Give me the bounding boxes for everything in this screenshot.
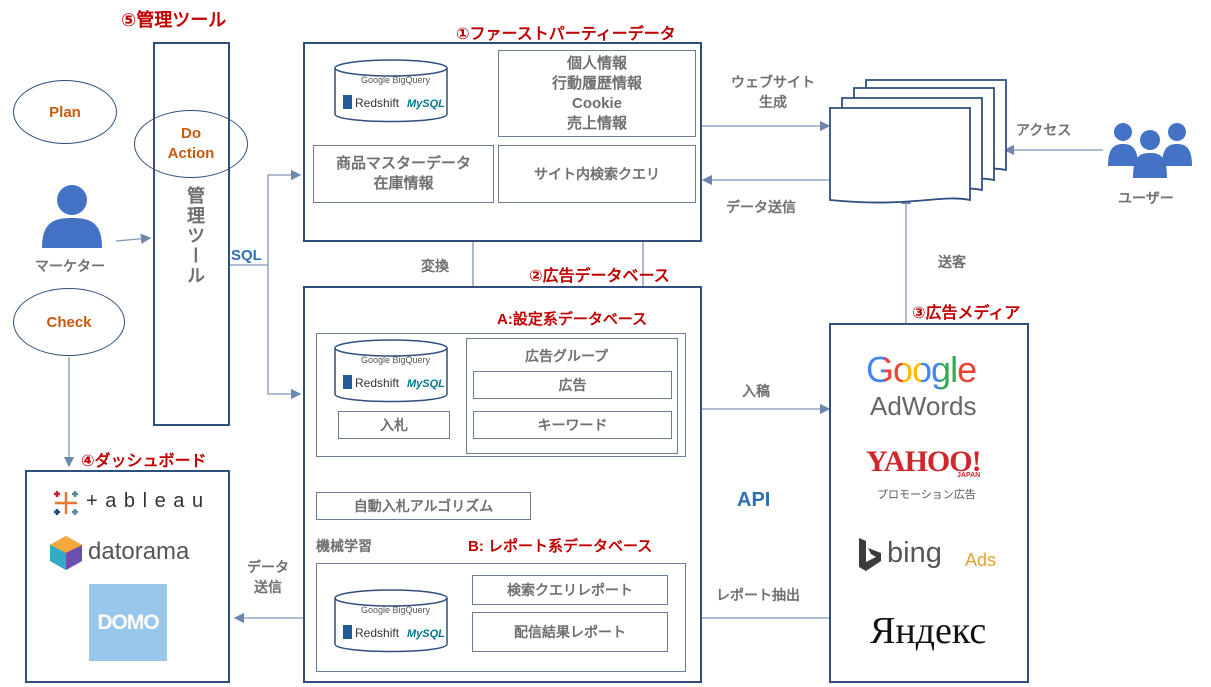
mgmt-tool-title: ⑤管理ツール xyxy=(121,10,227,30)
web-generate-line2: 生成 xyxy=(759,94,787,110)
marketer-label: マーケター xyxy=(35,258,105,274)
check-label: Check xyxy=(46,313,92,331)
dashboard-title: ④ダッシュボード xyxy=(81,453,207,470)
check-ellipse: Check xyxy=(13,288,125,356)
ml-label: 機械学習 xyxy=(316,538,372,554)
product-master-line: 商品マスターデータ xyxy=(335,155,471,172)
data-send2-label: データ 送信 xyxy=(238,557,298,597)
settings-db-title: A:設定系データベース xyxy=(497,311,648,328)
media-title: ③広告メディア xyxy=(912,305,1021,322)
users-group-icon xyxy=(1108,123,1192,178)
sql-label: SQL xyxy=(231,247,262,264)
google-text: Google xyxy=(866,349,977,390)
action-label: Action xyxy=(167,145,215,162)
keyword-box: キーワード xyxy=(473,411,672,439)
database-icon-2: Google BigQuery Redshift MySQL xyxy=(333,338,449,412)
do-action-ellipse: Do Action xyxy=(134,110,248,178)
bing-ads-text: Ads xyxy=(965,550,997,570)
bing-text: bing xyxy=(887,537,942,569)
access-label: アクセス xyxy=(1016,122,1072,138)
domo-logo: DOMO xyxy=(89,584,167,661)
keyword-label: キーワード xyxy=(537,417,608,433)
algorithm-box: 自動入札アルゴリズム xyxy=(316,492,531,520)
edge-marketer-mgmt xyxy=(115,233,152,244)
ad-group-label: 広告グループ xyxy=(525,348,609,364)
inventory-line: 在庫情報 xyxy=(373,175,434,192)
web-generate-label: ウェブサイト 生成 xyxy=(726,72,820,112)
bigquery-text: Google BigQuery xyxy=(361,355,431,365)
mysql-text: MySQL xyxy=(407,628,445,640)
google-logo: Google xyxy=(866,349,977,391)
api-label: API xyxy=(737,489,771,511)
mgmt-tool-box: 管理ツール xyxy=(153,42,230,426)
marketer-person-icon xyxy=(42,185,102,248)
submit-label: 入稿 xyxy=(742,383,770,399)
redshift-icon xyxy=(343,625,352,639)
bing-icon xyxy=(859,538,881,571)
bigquery-text: Google BigQuery xyxy=(361,605,431,615)
datorama-icon xyxy=(50,536,82,570)
yandex-logo: Яндекс xyxy=(870,610,987,652)
yahoo-sub-text: プロモーション広告 xyxy=(877,489,976,501)
plan-ellipse: Plan xyxy=(13,80,117,144)
cylinder-icon xyxy=(334,589,448,653)
behavior-history-line: 行動履歴情報 xyxy=(551,74,642,92)
bid-label: 入札 xyxy=(380,417,408,433)
redshift-icon xyxy=(343,375,352,389)
data-send2-line2: 送信 xyxy=(254,579,282,595)
bigquery-text: Google BigQuery xyxy=(361,75,431,85)
tableau-text: + a b l e a u xyxy=(86,490,205,512)
mgmt-tool-vertical-label: 管理ツール xyxy=(185,186,205,286)
personal-info-line: 個人情報 xyxy=(566,54,627,72)
yahoo-japan-text: JAPAN xyxy=(957,472,981,479)
sales-info-line: 売上情報 xyxy=(566,114,627,132)
delivery-report-box: 配信結果レポート xyxy=(472,612,668,652)
delivery-report-label: 配信結果レポート xyxy=(514,624,626,640)
datorama-text: datorama xyxy=(88,538,190,565)
algorithm-label: 自動入札アルゴリズム xyxy=(353,498,494,514)
media-box xyxy=(829,323,1029,683)
database-icon-1: Google BigQuery Redshift MySQL xyxy=(333,58,449,132)
ad-db-title: ②広告データベース xyxy=(529,268,670,285)
adwords-text: AdWords xyxy=(870,391,977,421)
redshift-text: Redshift xyxy=(355,96,400,110)
site-search-label: サイト内検索クエリ xyxy=(534,166,660,182)
mysql-text: MySQL xyxy=(407,98,445,110)
yahoo-logo: YAHOO! xyxy=(866,445,982,478)
data-send-label: データ送信 xyxy=(726,199,796,215)
search-query-report-label: 検索クエリレポート xyxy=(507,582,633,598)
product-master-box: 商品マスターデータ 在庫情報 xyxy=(313,145,494,203)
bid-box: 入札 xyxy=(338,411,450,439)
report-db-title: B: レポート系データベース xyxy=(468,538,653,555)
tableau-cross-icon xyxy=(54,491,78,515)
search-query-report-box: 検索クエリレポート xyxy=(472,575,668,605)
traffic-label: 送客 xyxy=(938,254,966,270)
mysql-text: MySQL xyxy=(407,378,445,390)
web-generate-line1: ウェブサイト xyxy=(731,74,815,90)
user-label: ユーザー xyxy=(1118,190,1174,206)
domo-text: DOMO xyxy=(97,610,159,634)
redshift-icon xyxy=(343,95,352,109)
personal-info-box: 個人情報 行動履歴情報 Cookie 売上情報 xyxy=(498,50,696,137)
ad-label: 広告 xyxy=(558,377,587,393)
redshift-text: Redshift xyxy=(355,376,400,390)
report-extract-label: レポート抽出 xyxy=(716,587,800,603)
cookie-line: Cookie xyxy=(571,94,622,112)
webpage-stack-icon xyxy=(829,79,1007,204)
data-send2-line1: データ xyxy=(247,559,289,575)
edge-mgmt-dbs xyxy=(229,169,302,266)
edge-mgmt-addb xyxy=(267,265,302,400)
first-party-title: ①ファーストパーティーデータ xyxy=(456,26,676,43)
do-label: Do xyxy=(181,125,201,142)
convert-label: 変換 xyxy=(421,258,449,274)
database-icon-3: Google BigQuery Redshift MySQL xyxy=(333,588,449,662)
redshift-text: Redshift xyxy=(355,626,400,640)
site-search-box: サイト内検索クエリ xyxy=(498,145,696,203)
plan-label: Plan xyxy=(49,103,81,121)
cylinder-icon xyxy=(334,339,448,403)
cylinder-icon xyxy=(334,59,448,123)
ad-box: 広告 xyxy=(473,371,672,399)
